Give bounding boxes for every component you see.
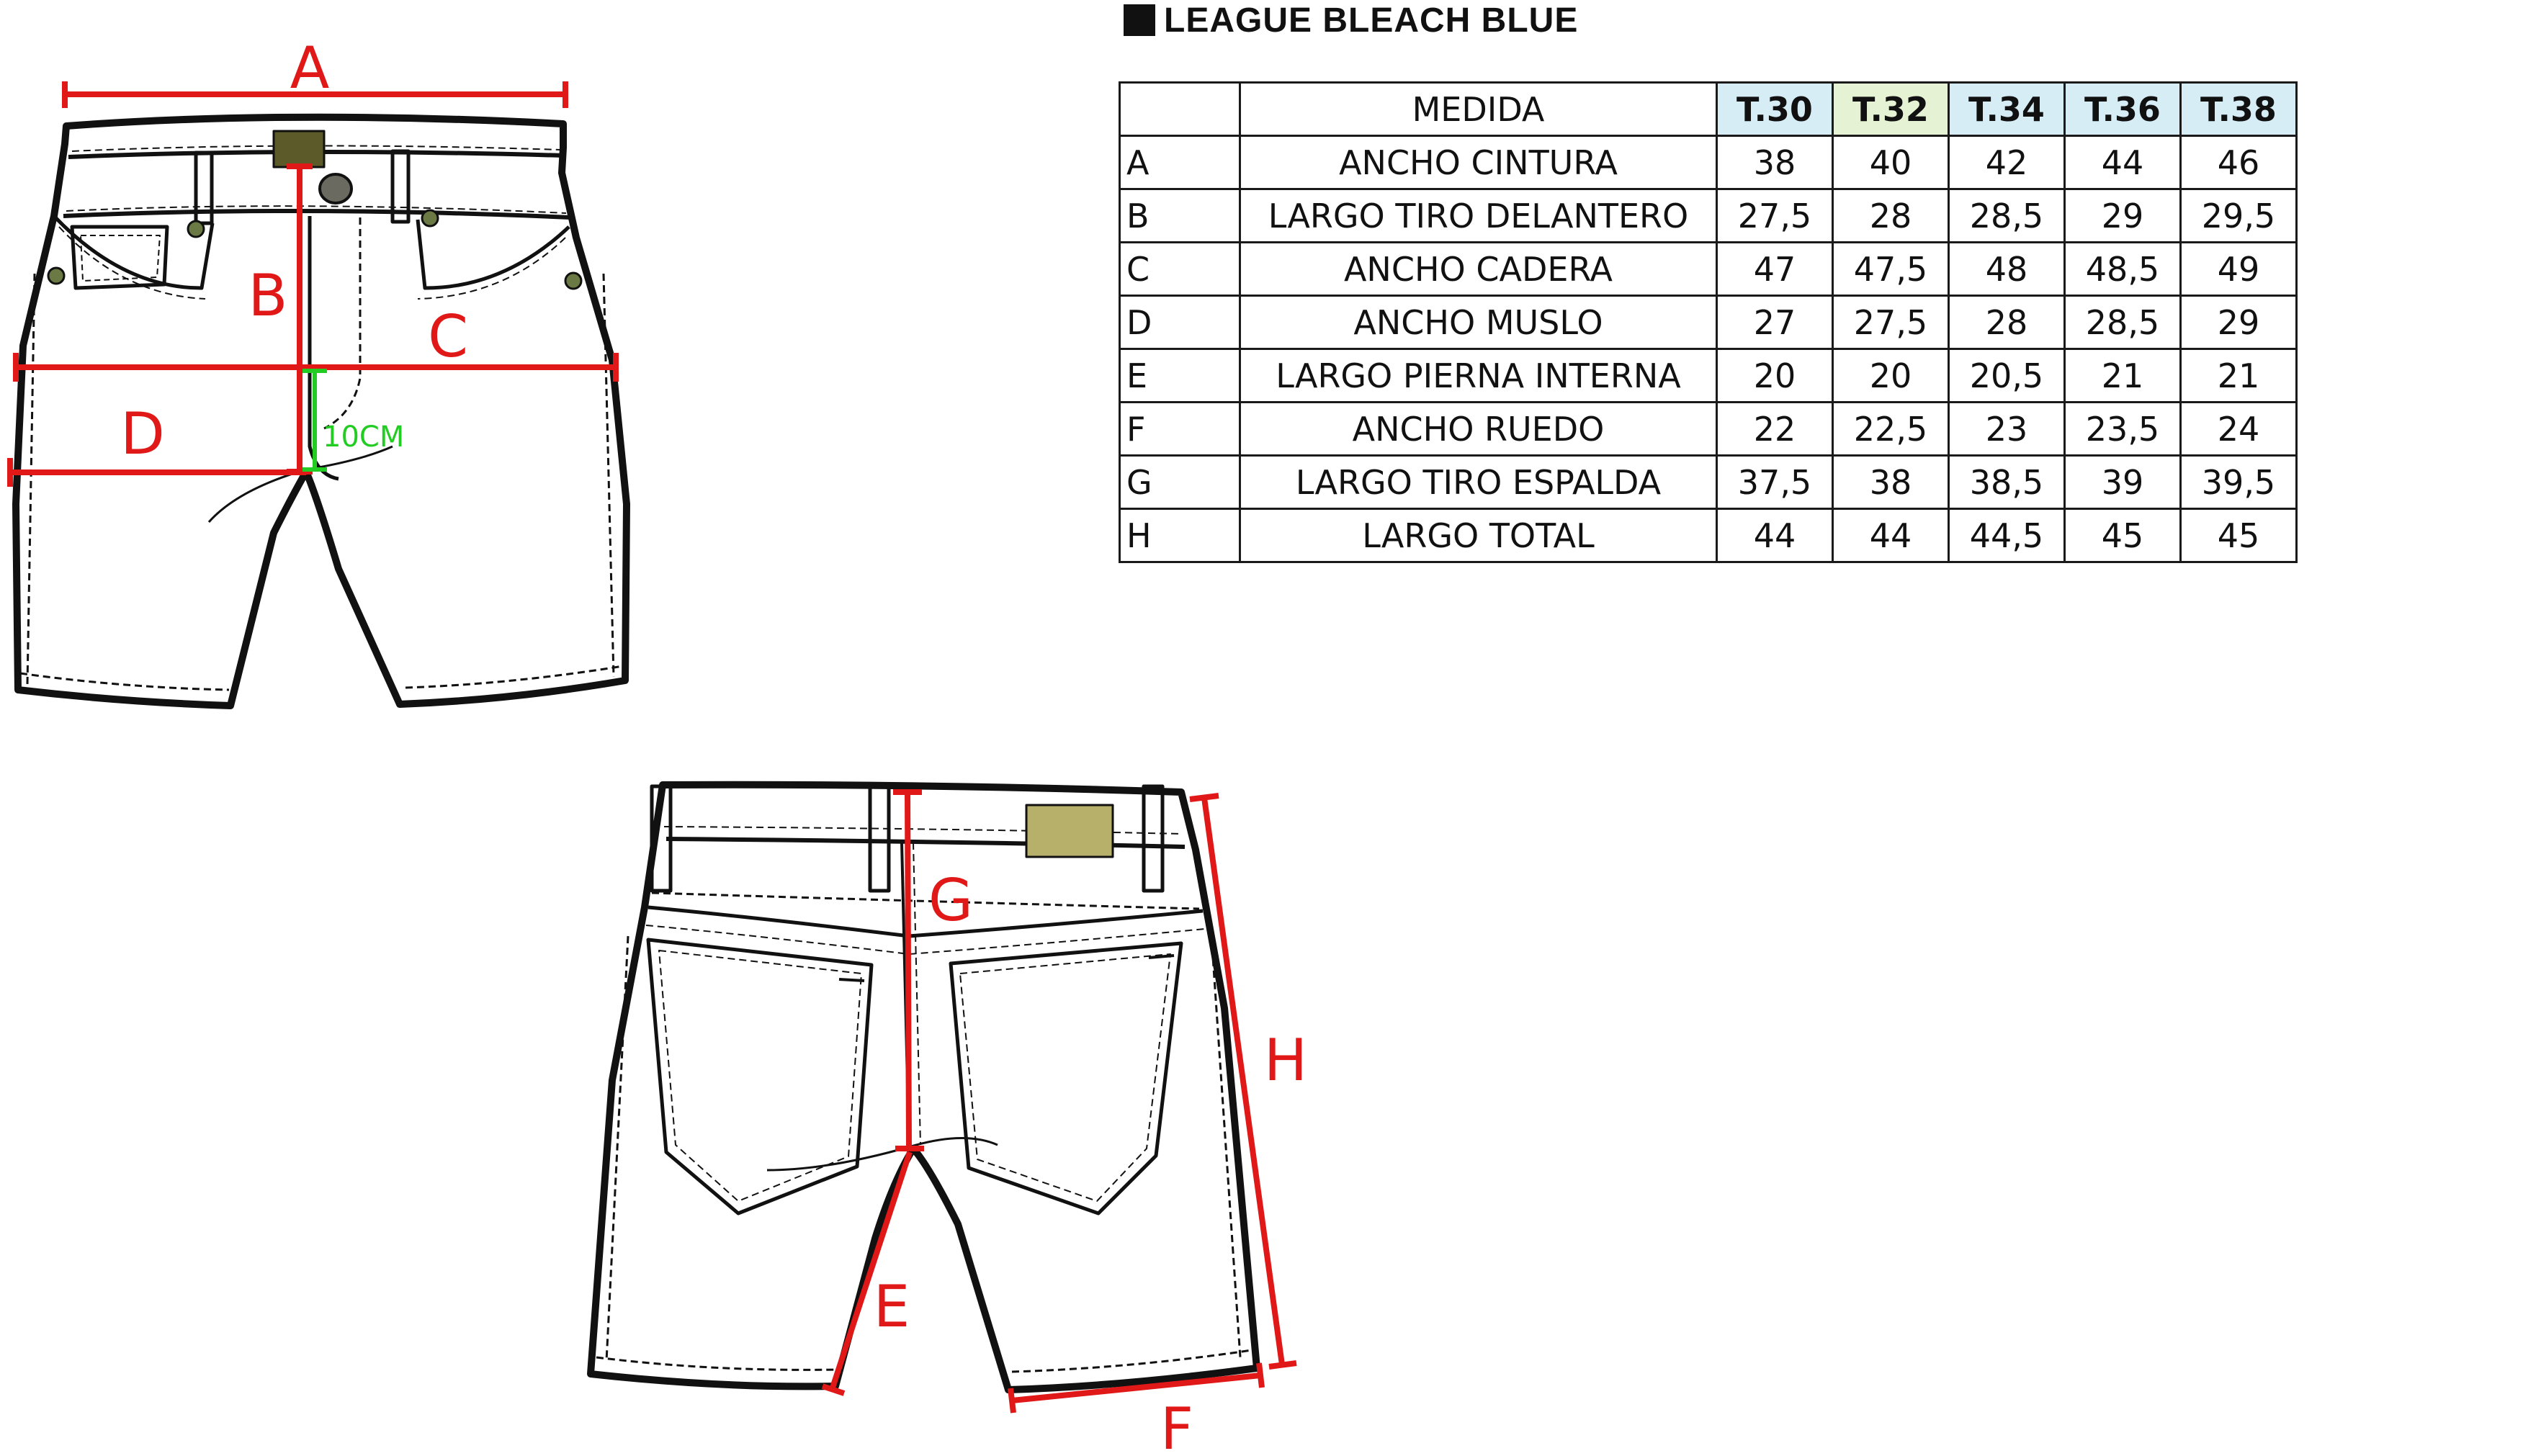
row-letter: F	[1119, 401, 1241, 457]
label-b: B	[248, 262, 288, 329]
row-value-cell: 37,5	[1716, 454, 1834, 510]
row-value-cell: 23	[1948, 401, 2066, 457]
row-letter: B	[1119, 188, 1241, 243]
row-letter: C	[1119, 241, 1241, 297]
rivet-icon	[47, 266, 66, 285]
row-letter: G	[1119, 454, 1241, 510]
row-letter: D	[1119, 295, 1241, 350]
label-c: C	[428, 303, 468, 370]
header-size: T.34	[1948, 81, 2066, 137]
row-value-cell: 49	[2179, 241, 2298, 297]
row-value-cell: 21	[2179, 348, 2298, 403]
row-value-cell: 27,5	[1716, 188, 1834, 243]
row-measure-name: LARGO TIRO DELANTERO	[1239, 188, 1718, 243]
label-f: F	[1160, 1396, 1193, 1456]
label-d: D	[120, 400, 165, 467]
row-letter: A	[1119, 135, 1241, 190]
back-measurements	[821, 789, 1297, 1414]
row-value-cell: 39,5	[2179, 454, 2298, 510]
title: LEAGUE BLEACH BLUE	[1124, 1, 1579, 40]
row-value-cell: 45	[2179, 508, 2298, 563]
row-measure-name: ANCHO CINTURA	[1239, 135, 1718, 190]
row-measure-name: ANCHO RUEDO	[1239, 401, 1718, 457]
table-header-row: MEDIDA T.30 T.32 T.34 T.36 T.38	[1119, 81, 2298, 137]
row-value-cell: 29,5	[2179, 188, 2298, 243]
row-measure-name: ANCHO CADERA	[1239, 241, 1718, 297]
row-value-cell: 38,5	[1948, 454, 2066, 510]
row-value-cell: 40	[1832, 135, 1950, 190]
row-value-cell: 27,5	[1832, 295, 1950, 350]
row-value-cell: 20	[1832, 348, 1950, 403]
header-size: T.36	[2063, 81, 2182, 137]
row-value-cell: 28	[1832, 188, 1950, 243]
label-e: E	[874, 1273, 910, 1340]
header-medida: MEDIDA	[1239, 81, 1718, 137]
row-value-cell: 44	[1716, 508, 1834, 563]
label-h: H	[1264, 1027, 1307, 1094]
front-shorts-outline	[12, 113, 630, 709]
row-value-cell: 28	[1948, 295, 2066, 350]
row-value-cell: 38	[1832, 454, 1950, 510]
row-value-cell: 44,5	[1948, 508, 2066, 563]
back-shorts-outline	[587, 781, 1260, 1393]
row-measure-name: ANCHO MUSLO	[1239, 295, 1718, 350]
rise-note-marker	[303, 369, 327, 472]
row-value-cell: 48	[1948, 241, 2066, 297]
row-value-cell: 23,5	[2063, 401, 2182, 457]
row-value-cell: 47,5	[1832, 241, 1950, 297]
label-g: G	[928, 867, 973, 934]
row-letter: E	[1119, 348, 1241, 403]
row-value-cell: 47	[1716, 241, 1834, 297]
rivet-icon	[421, 209, 439, 228]
header-size: T.32	[1832, 81, 1950, 137]
row-value-cell: 20,5	[1948, 348, 2066, 403]
row-value-cell: 39	[2063, 454, 2182, 510]
row-letter: H	[1119, 508, 1241, 563]
row-value-cell: 48,5	[2063, 241, 2182, 297]
row-value-cell: 45	[2063, 508, 2182, 563]
title-square-icon	[1124, 4, 1155, 36]
row-measure-name: LARGO TIRO ESPALDA	[1239, 454, 1718, 510]
title-text: LEAGUE BLEACH BLUE	[1164, 1, 1579, 40]
row-value-cell: 38	[1716, 135, 1834, 190]
row-measure-name: LARGO PIERNA INTERNA	[1239, 348, 1718, 403]
row-value-cell: 42	[1948, 135, 2066, 190]
row-value-cell: 29	[2063, 188, 2182, 243]
row-measure-name: LARGO TOTAL	[1239, 508, 1718, 563]
row-value-cell: 24	[2179, 401, 2298, 457]
row-value-cell: 28,5	[2063, 295, 2182, 350]
row-value-cell: 29	[2179, 295, 2298, 350]
row-value-cell: 27	[1716, 295, 1834, 350]
row-value-cell: 20	[1716, 348, 1834, 403]
row-value-cell: 46	[2179, 135, 2298, 190]
rivet-icon	[187, 220, 205, 238]
header-size: T.38	[2179, 81, 2298, 137]
row-value-cell: 44	[2063, 135, 2182, 190]
rise-note-label: 10CM	[323, 421, 404, 454]
label-a: A	[290, 35, 330, 102]
row-value-cell: 22,5	[1832, 401, 1950, 457]
row-value-cell: 21	[2063, 348, 2182, 403]
row-value-cell: 22	[1716, 401, 1834, 457]
header-size: T.30	[1716, 81, 1834, 137]
row-value-cell: 44	[1832, 508, 1950, 563]
front-measurements	[7, 81, 619, 487]
header-empty-cell	[1119, 81, 1241, 137]
row-value-cell: 28,5	[1948, 188, 2066, 243]
rivet-icon	[564, 271, 583, 290]
